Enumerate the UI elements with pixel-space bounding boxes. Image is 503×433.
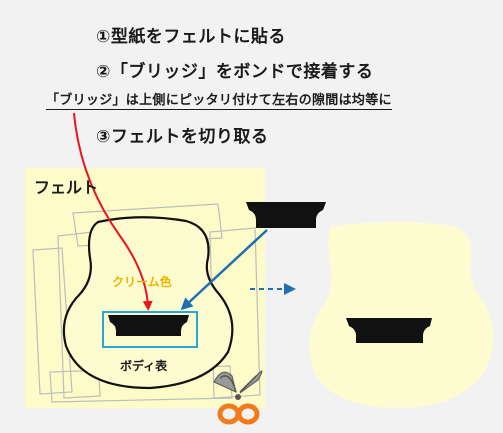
cut-body-result	[309, 222, 494, 409]
bridge-note: 「ブリッジ」は上側にピッタリ付けて左右の隙間は均等に	[46, 89, 392, 110]
body-front-label: ボディ表	[120, 359, 168, 373]
bridge-on-body	[108, 315, 189, 336]
bridge-frame	[102, 311, 198, 348]
bridge-on-result	[346, 318, 432, 343]
red-arrow	[73, 112, 153, 311]
felt-label: フェルト	[34, 178, 99, 197]
step-3-text: ③フェルトを切り取る	[96, 127, 269, 147]
blue-arrow	[180, 229, 268, 311]
scissors-icon	[213, 370, 263, 425]
step-2-text: ②「ブリッジ」をボンドで接着する	[96, 62, 374, 82]
bridge-piece	[246, 202, 326, 228]
step-1-text: ①型紙をフェルトに貼る	[96, 27, 286, 47]
cream-color-label: クリーム色	[112, 275, 172, 289]
